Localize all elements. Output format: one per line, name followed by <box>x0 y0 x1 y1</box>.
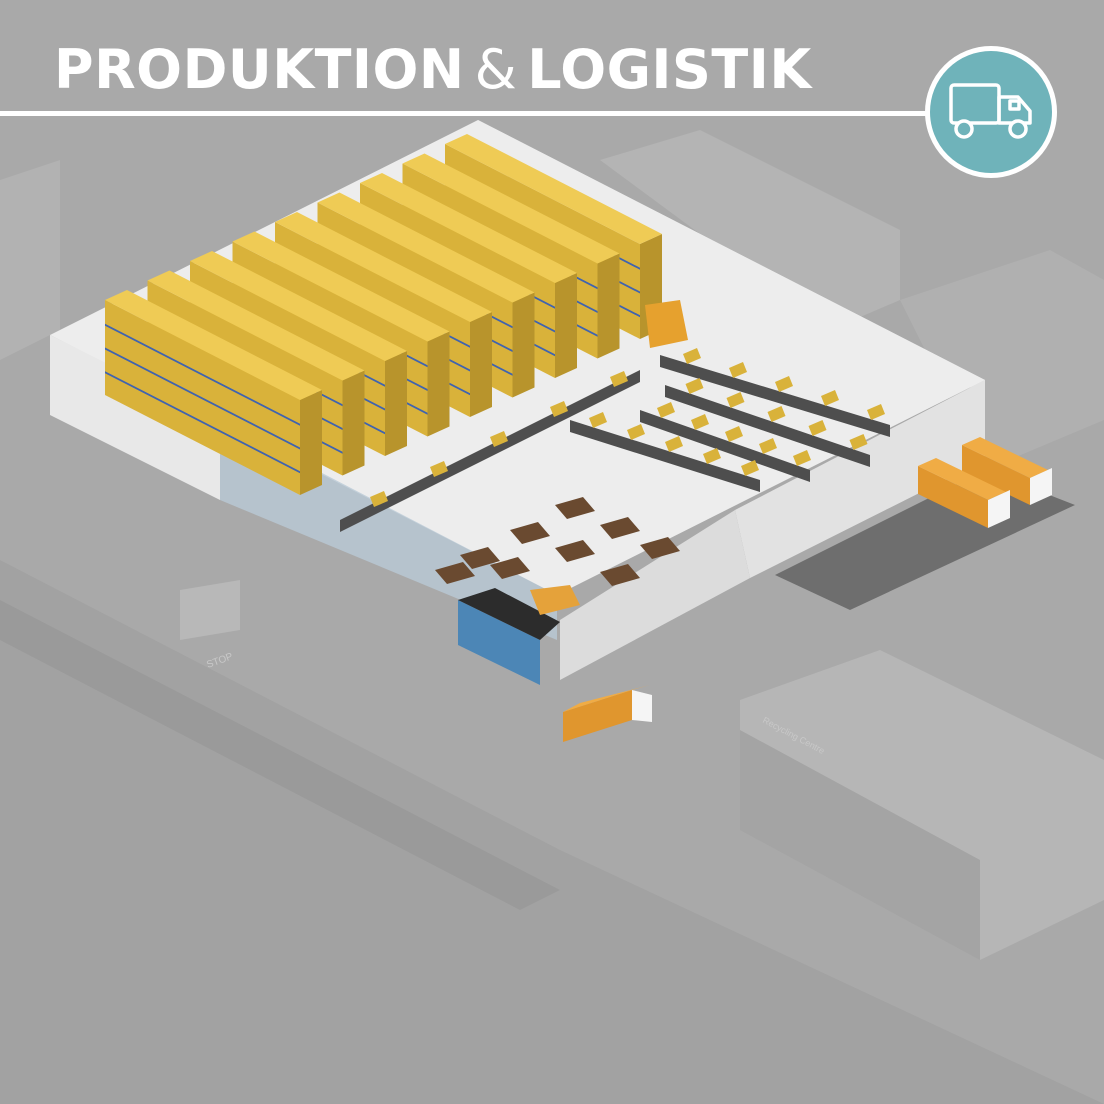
rack-top <box>402 153 620 264</box>
desk <box>600 564 640 586</box>
rack-shelf <box>105 371 300 474</box>
conveyor-box <box>490 431 508 447</box>
desk <box>640 537 680 559</box>
desk <box>435 562 475 584</box>
rack-end <box>342 370 365 476</box>
rack-end <box>555 273 577 378</box>
conveyor <box>660 355 890 437</box>
desk <box>555 497 595 519</box>
title-logistics: LOGISTIK <box>527 38 812 101</box>
rack-shelf <box>105 347 300 450</box>
rack-end <box>470 312 492 417</box>
conveyor-box <box>729 362 747 378</box>
rack-top <box>232 231 450 342</box>
conveyor-belts <box>340 348 890 532</box>
conveyor-box <box>550 401 568 417</box>
truck-icon <box>949 83 1032 139</box>
conveyor-box <box>627 424 645 440</box>
rack-end <box>427 331 450 437</box>
rack-end <box>597 253 620 359</box>
conveyor-box <box>703 448 721 464</box>
rack-top <box>317 192 535 303</box>
rack-top <box>360 173 577 283</box>
office-block <box>458 600 540 685</box>
conveyor-box <box>665 436 683 452</box>
desk <box>460 547 500 569</box>
conveyor-box <box>685 378 704 394</box>
rack-row <box>105 290 322 495</box>
rack-end <box>300 390 322 495</box>
conveyor-box <box>821 390 839 406</box>
desk <box>555 540 595 562</box>
rack-top <box>147 270 365 381</box>
city-background: STOP Recycling Centre <box>0 130 1104 1104</box>
header-divider <box>0 111 940 116</box>
conveyor-box <box>725 426 743 442</box>
rack-shelf <box>105 323 300 426</box>
conveyor-box <box>691 414 709 430</box>
conveyor-box <box>849 434 868 450</box>
rack-top <box>275 212 492 322</box>
conveyor-box <box>610 371 628 387</box>
rack-end <box>385 351 407 456</box>
desk <box>510 522 550 544</box>
truck-dock-2 <box>918 458 1010 528</box>
left-wall <box>50 335 220 500</box>
category-badge <box>925 46 1057 178</box>
reception-desk <box>530 585 580 615</box>
conveyor-box <box>741 460 759 476</box>
conveyor-box <box>775 376 793 392</box>
conveyor <box>665 385 870 467</box>
conveyor-box <box>657 402 675 418</box>
conveyor-box <box>430 461 448 477</box>
office-desks <box>435 497 680 586</box>
desk <box>490 557 530 579</box>
conveyor-box <box>808 420 827 436</box>
desk <box>600 517 640 539</box>
page-title: PRODUKTION&LOGISTIK <box>54 38 812 102</box>
title-ampersand: & <box>474 38 518 101</box>
conveyor-box <box>867 404 885 420</box>
rack-top <box>105 290 322 400</box>
conveyor-box <box>589 412 607 428</box>
stop-sign-text: STOP <box>205 651 234 671</box>
title-production: PRODUKTION <box>54 38 465 101</box>
conveyor-box <box>793 450 811 466</box>
conveyor-box <box>370 491 388 507</box>
conveyor-box <box>759 438 777 454</box>
truck-dock-1 <box>962 437 1052 505</box>
trucks <box>563 300 1052 742</box>
rack-end <box>512 292 535 398</box>
conveyor <box>570 420 760 492</box>
right-wall <box>735 380 985 578</box>
rack-top <box>445 134 662 244</box>
rack-top <box>190 251 407 361</box>
conveyor-box <box>726 392 745 408</box>
conveyor <box>640 410 810 482</box>
truck-parking <box>563 685 652 742</box>
conveyor-box <box>767 406 786 422</box>
rack-rows <box>105 134 662 495</box>
office-roof <box>458 588 560 640</box>
front-wall <box>560 510 750 680</box>
forklift <box>645 300 688 348</box>
conveyor-box <box>683 348 701 364</box>
